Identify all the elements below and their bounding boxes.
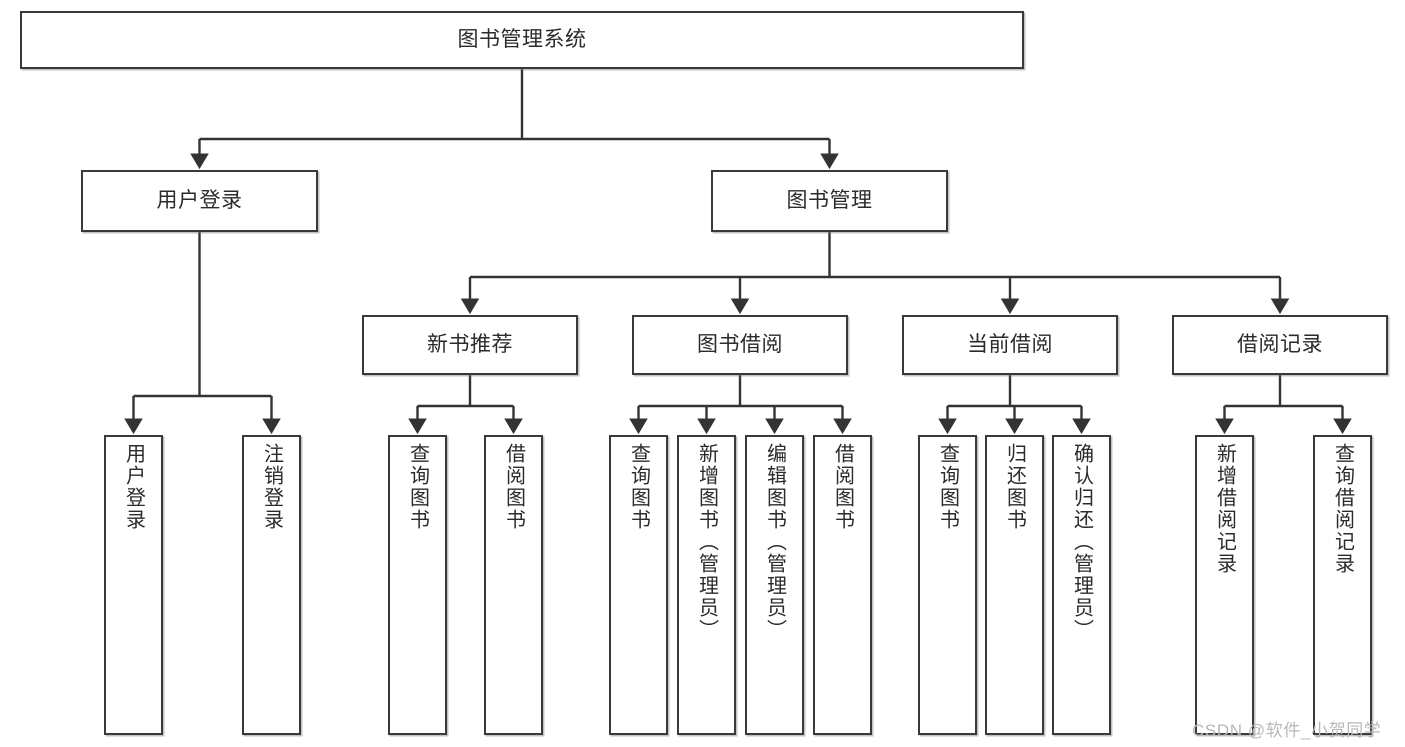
node-leaf-query-record[interactable]: 查询借阅记录 [1313,435,1372,735]
connector-group [124,69,1352,435]
node-label-leaf-query-book-2: 查询图书 [627,443,650,531]
node-label-leaf-query-book-3: 查询图书 [936,443,959,531]
node-new-book-rec[interactable]: 新书推荐 [362,315,578,375]
node-label-leaf-query-book-1: 查询图书 [406,443,429,531]
node-book-borrow[interactable]: 图书借阅 [632,315,848,375]
node-leaf-add-record[interactable]: 新增借阅记录 [1195,435,1254,735]
node-label-leaf-edit-book: 编辑图书（管理员） [763,443,786,641]
node-user-login[interactable]: 用户登录 [81,170,318,232]
node-label-user-login: 用户登录 [156,188,243,212]
node-leaf-edit-book[interactable]: 编辑图书（管理员） [745,435,804,735]
node-leaf-user-login[interactable]: 用户登录 [104,435,163,735]
node-leaf-add-book[interactable]: 新增图书（管理员） [677,435,736,735]
node-leaf-borrow-book-1[interactable]: 借阅图书 [484,435,543,735]
node-label-book-borrow: 图书借阅 [697,332,783,356]
node-label-leaf-user-login: 用户登录 [122,443,145,531]
node-label-borrow-record: 借阅记录 [1237,332,1323,356]
node-label-leaf-return-book: 归还图书 [1003,443,1026,531]
node-label-leaf-borrow-book-2: 借阅图书 [831,443,854,531]
node-book-management-system[interactable]: 图书管理系统 [20,11,1024,69]
node-label-book-manage: 图书管理 [786,188,873,212]
node-leaf-borrow-book-2[interactable]: 借阅图书 [813,435,872,735]
node-leaf-query-book-1[interactable]: 查询图书 [388,435,447,735]
node-label-leaf-user-logout: 注销登录 [260,443,283,531]
node-leaf-query-book-3[interactable]: 查询图书 [918,435,977,735]
node-leaf-query-book-2[interactable]: 查询图书 [609,435,668,735]
node-label-root: 图书管理系统 [457,27,587,51]
node-leaf-confirm-return[interactable]: 确认归还（管理员） [1052,435,1111,735]
node-label-leaf-add-record: 新增借阅记录 [1213,443,1236,575]
node-borrow-record[interactable]: 借阅记录 [1172,315,1388,375]
node-label-leaf-confirm-return: 确认归还（管理员） [1070,443,1093,641]
node-leaf-user-logout[interactable]: 注销登录 [242,435,301,735]
node-current-borrow[interactable]: 当前借阅 [902,315,1118,375]
node-leaf-return-book[interactable]: 归还图书 [985,435,1044,735]
node-label-leaf-add-book: 新增图书（管理员） [695,443,718,641]
node-label-current-borrow: 当前借阅 [967,332,1053,356]
node-label-leaf-query-record: 查询借阅记录 [1331,443,1354,575]
node-label-new-book-rec: 新书推荐 [427,332,513,356]
node-book-manage[interactable]: 图书管理 [711,170,948,232]
node-label-leaf-borrow-book-1: 借阅图书 [502,443,525,531]
